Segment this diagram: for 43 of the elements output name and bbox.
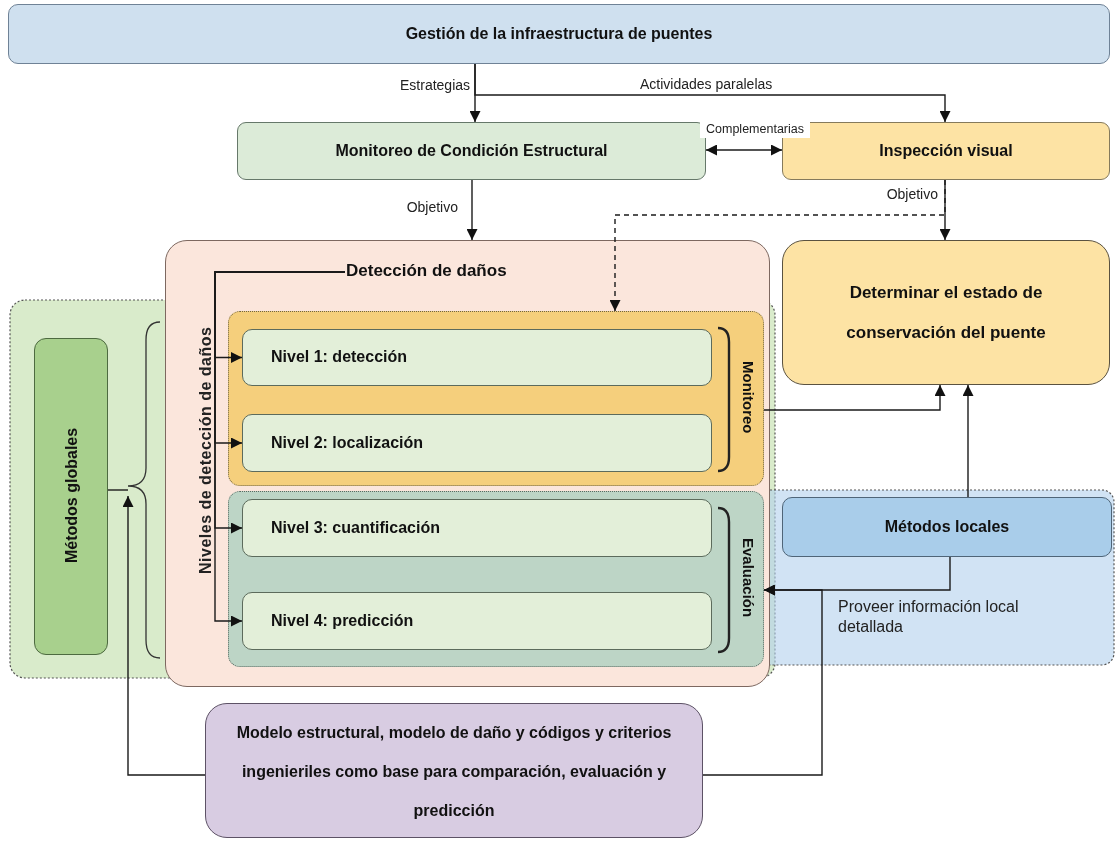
node-label: Monitoreo <box>738 360 758 436</box>
connector-line <box>107 489 129 491</box>
arrow <box>474 63 951 123</box>
node-label: Detección de daños <box>346 261 508 281</box>
arrow <box>466 179 478 241</box>
group-band <box>228 311 764 486</box>
arrow <box>122 495 206 776</box>
header-bar <box>8 4 1110 64</box>
node-label: Nivel 2: localización <box>271 433 424 453</box>
edge-label: Actividades paralelas <box>640 76 774 94</box>
edge-label: Complementarias <box>700 122 810 138</box>
note-box <box>205 703 703 838</box>
node-label: Nivel 4: predicción <box>271 611 414 631</box>
node-label: Métodos locales <box>883 518 1011 536</box>
method-box <box>782 497 1112 557</box>
side-label: Niveles de detección de daños <box>196 325 215 576</box>
edge-label: Objetivo <box>885 186 938 204</box>
level-box <box>242 592 712 650</box>
node-label: Métodos globales <box>62 426 81 566</box>
node-label: Nivel 3: cuantificación <box>271 518 440 538</box>
arrow <box>763 384 946 411</box>
node-label: Monitoreo de Condición Estructural <box>334 142 609 160</box>
method-box <box>34 338 108 655</box>
node-label: Inspección visual <box>878 142 1014 160</box>
node-label: Gestión de la infraestructura de puentes <box>404 25 714 43</box>
dashed-arrow <box>609 179 946 312</box>
level-box <box>242 499 712 557</box>
level-box <box>242 414 712 472</box>
node-label: Determinar el estado de conservación del puente <box>845 281 1047 344</box>
group-band <box>228 491 764 667</box>
edge-label: Estrategias <box>400 77 470 95</box>
node-label: Modelo estructural, modelo de daño y códigos y criterios ingenieriles como base para comparación, evaluación y predicción <box>235 722 673 821</box>
node-label: Evaluación <box>738 537 758 620</box>
node-label: Nivel 1: detección <box>271 347 408 367</box>
level-box <box>242 329 712 386</box>
edge-label: Proveer información local detallada <box>838 597 1020 637</box>
arrow <box>705 144 783 156</box>
outcome-box <box>782 240 1110 385</box>
arrow <box>702 584 823 776</box>
group-panel <box>165 240 770 687</box>
arrow <box>962 384 974 498</box>
edge-label: Objetivo <box>405 199 458 217</box>
process-box <box>237 122 706 180</box>
